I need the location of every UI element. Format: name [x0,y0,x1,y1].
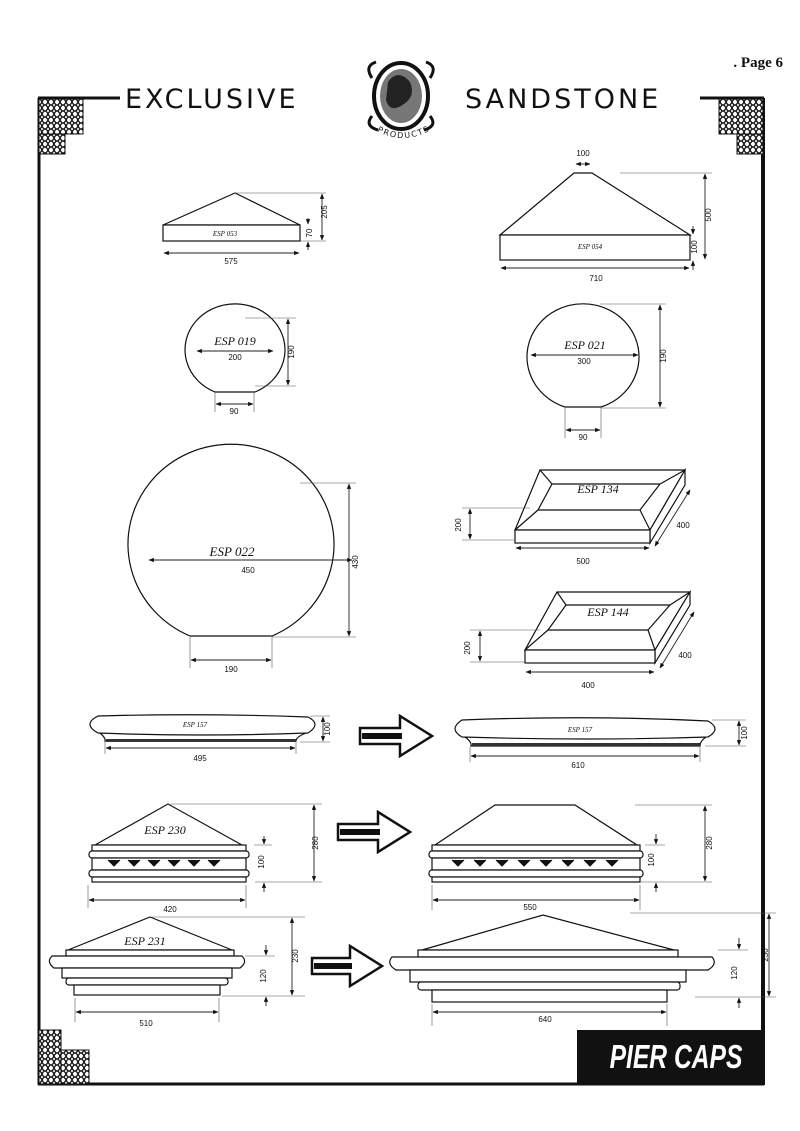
svg-text:70: 70 [305,228,314,237]
product-esp230-550: 280 100 550 [428,804,714,912]
svg-text:120: 120 [259,969,268,983]
svg-text:550: 550 [523,903,537,912]
svg-text:575: 575 [224,257,238,266]
product-esp022: ESP 022 450 430 190 [127,443,360,674]
svg-text:230: 230 [291,949,300,963]
product-esp019: ESP 019 200 190 90 [184,303,296,416]
svg-text:230: 230 [761,948,770,962]
svg-text:200: 200 [228,353,242,362]
cherub-logo [367,60,435,132]
corner-ornament-top-left [38,98,84,135]
svg-text:100: 100 [576,149,590,158]
section-banner: PIER CAPS [577,1030,763,1084]
svg-text:450: 450 [241,566,255,575]
svg-text:610: 610 [571,761,585,770]
svg-text:495: 495 [193,754,207,763]
svg-text:ESP 157: ESP 157 [567,726,593,734]
product-esp231-640: 230 120 640 [389,912,776,1026]
svg-text:300: 300 [577,357,591,366]
product-esp230-420: ESP 230 280 100 420 [87,803,322,914]
svg-text:ESP 144: ESP 144 [586,605,628,619]
svg-text:710: 710 [589,274,603,283]
svg-text:ESP 021: ESP 021 [563,338,605,352]
svg-text:190: 190 [224,665,238,674]
page-number: . Page 6 [733,55,783,71]
brand-left: EXCLUSIVE [125,84,299,115]
svg-text:ESP 134: ESP 134 [576,482,618,496]
svg-text:90: 90 [579,433,588,442]
svg-text:ESP 019: ESP 019 [213,334,255,348]
svg-text:500: 500 [704,208,713,222]
svg-text:190: 190 [659,349,668,363]
product-esp231-510: ESP 231 230 120 510 [48,916,305,1028]
corner-ornament-bottom-left [38,1029,62,1085]
svg-text:510: 510 [139,1019,153,1028]
svg-text:430: 430 [351,555,360,569]
product-esp021: ESP 021 300 190 90 [526,303,668,442]
svg-text:190: 190 [287,345,296,359]
product-esp157-495: ESP 157 100 495 [89,714,332,763]
product-esp054: ESP 054 100 500 100 710 [498,149,713,283]
svg-text:100: 100 [323,722,332,736]
svg-text:280: 280 [705,836,714,850]
svg-text:640: 640 [538,1015,552,1024]
svg-text:120: 120 [730,966,739,980]
svg-text:ESP 054: ESP 054 [577,243,603,251]
svg-text:ESP 231: ESP 231 [123,934,165,948]
svg-text:400: 400 [581,681,595,690]
svg-text:420: 420 [163,905,177,914]
svg-text:100: 100 [690,240,699,254]
svg-text:ESP 157: ESP 157 [182,721,208,729]
svg-text:400: 400 [676,521,690,530]
product-esp157-610: ESP 157 100 610 [454,717,749,770]
svg-text:200: 200 [463,641,472,655]
svg-text:500: 500 [576,557,590,566]
brand-right: SANDSTONE [465,84,661,115]
svg-text:ESP 022: ESP 022 [209,544,255,559]
svg-text:100: 100 [257,855,266,869]
product-esp053: ESP 053 205 70 575 [162,192,329,266]
svg-text:200: 200 [454,518,463,532]
svg-text:205: 205 [320,205,329,219]
corner-ornament-top-right [718,98,764,135]
upgrade-arrow-2 [336,809,413,855]
svg-text:100: 100 [647,853,656,867]
svg-text:ESP 053: ESP 053 [212,230,238,238]
upgrade-arrow-3 [310,943,385,989]
upgrade-arrow-1 [358,713,435,759]
product-esp134: ESP 134 200 500 400 [454,467,691,566]
svg-text:400: 400 [678,651,692,660]
section-title: PIER CAPS [610,1038,743,1076]
svg-text:ESP 230: ESP 230 [143,823,185,837]
svg-text:90: 90 [230,407,239,416]
svg-text:280: 280 [311,836,320,850]
svg-text:100: 100 [740,726,749,740]
product-esp144: ESP 144 200 400 400 [463,589,695,690]
